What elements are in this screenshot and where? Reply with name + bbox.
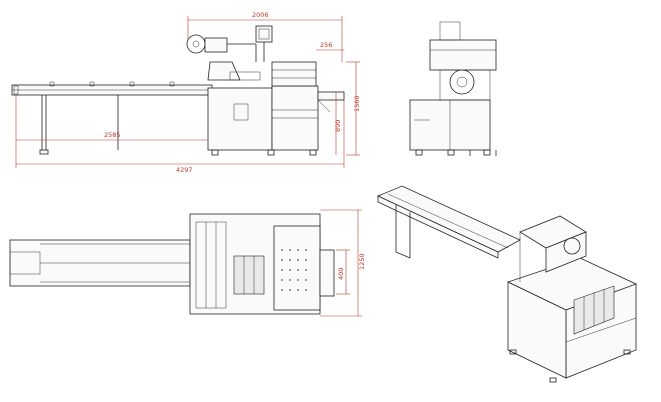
- plan-heater-grid: [233, 255, 265, 295]
- plan-dimensions: 1250 400: [320, 209, 366, 317]
- iso-infeed-conveyor: [377, 185, 521, 253]
- machine-body-left: [207, 87, 273, 151]
- side-film-unit: [439, 21, 461, 41]
- iso-main-left: [507, 281, 567, 379]
- infeed-lugs: [49, 81, 175, 87]
- front-dimensions: 2006 256 2585 4297 1560 890: [15, 11, 361, 174]
- film-holder: [204, 37, 228, 53]
- isometric-view: [377, 185, 638, 383]
- dim-overall-length: 4297: [176, 166, 193, 174]
- dim-plan-width: 1250: [358, 253, 366, 270]
- dim-upper-length: 2006: [252, 11, 269, 19]
- side-roller: [449, 69, 475, 95]
- front-elevation-view: 2006 256 2585 4297 1560 890: [11, 11, 361, 174]
- side-elevation-view: [409, 21, 497, 156]
- plan-outfeed: [319, 249, 335, 297]
- dim-table-height: 890: [334, 120, 342, 132]
- side-upper-frame: [429, 39, 497, 71]
- plan-sealer: [273, 225, 321, 311]
- plan-perforation: [281, 249, 307, 291]
- control-box: [233, 103, 249, 121]
- sealing-head: [271, 61, 317, 87]
- touch-screen: [255, 25, 273, 43]
- dim-overall-height: 1560: [353, 95, 361, 112]
- iso-film-roll: [563, 237, 581, 255]
- forming-box: [207, 61, 241, 81]
- dim-infeed-length: 2585: [104, 131, 121, 139]
- dim-plan-inner-width: 400: [337, 268, 345, 280]
- film-roll: [186, 34, 206, 54]
- dim-top-offset: 256: [320, 41, 332, 49]
- plan-view: 1250 400: [9, 209, 366, 317]
- outfeed-conveyor: [317, 91, 345, 101]
